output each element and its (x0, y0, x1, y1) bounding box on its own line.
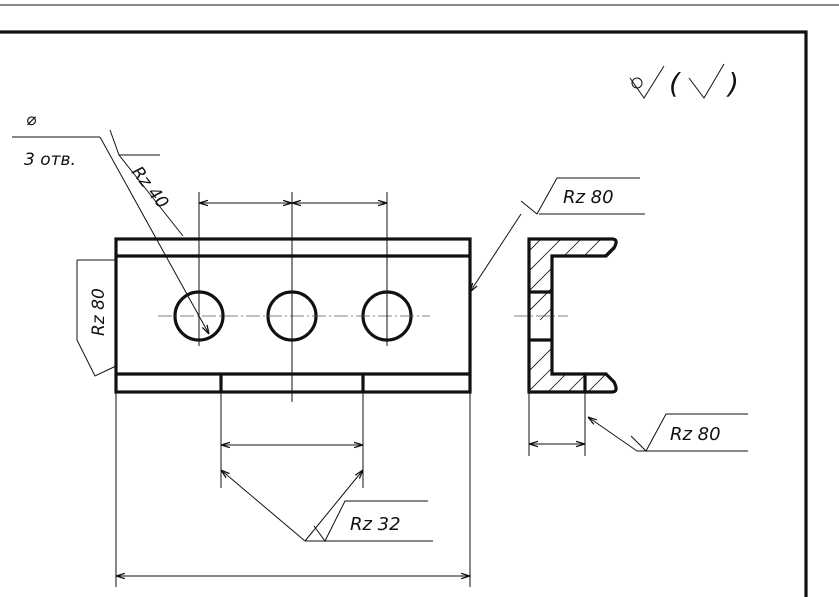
general-symbol-open-paren: ( (669, 67, 681, 100)
rz-bottom-callout: Rz 32 (221, 470, 433, 542)
general-symbol-close-paren: ) (726, 67, 739, 100)
rz-bottom-label: Rz 32 (350, 514, 401, 535)
general-roughness-symbol: ( ) (629, 63, 739, 100)
rz-profile-callout: Rz 80 (588, 413, 748, 452)
rz-top-right-label: Rz 80 (563, 187, 614, 208)
holes-count-note: 3 отв. (24, 150, 76, 170)
rz-profile-label: Rz 80 (670, 424, 721, 445)
rz-top-right-callout: Rz 80 (470, 177, 645, 292)
main-view (114, 192, 472, 587)
side-profile-view (514, 237, 618, 456)
rz-holes-label: Rz 40 (127, 163, 172, 213)
rz-left-label: Rz 80 (89, 288, 109, 336)
drawing-frame (0, 4, 839, 597)
rz-left-callout: Rz 80 (76, 259, 117, 377)
diameter-symbol: ⌀ (26, 110, 37, 130)
